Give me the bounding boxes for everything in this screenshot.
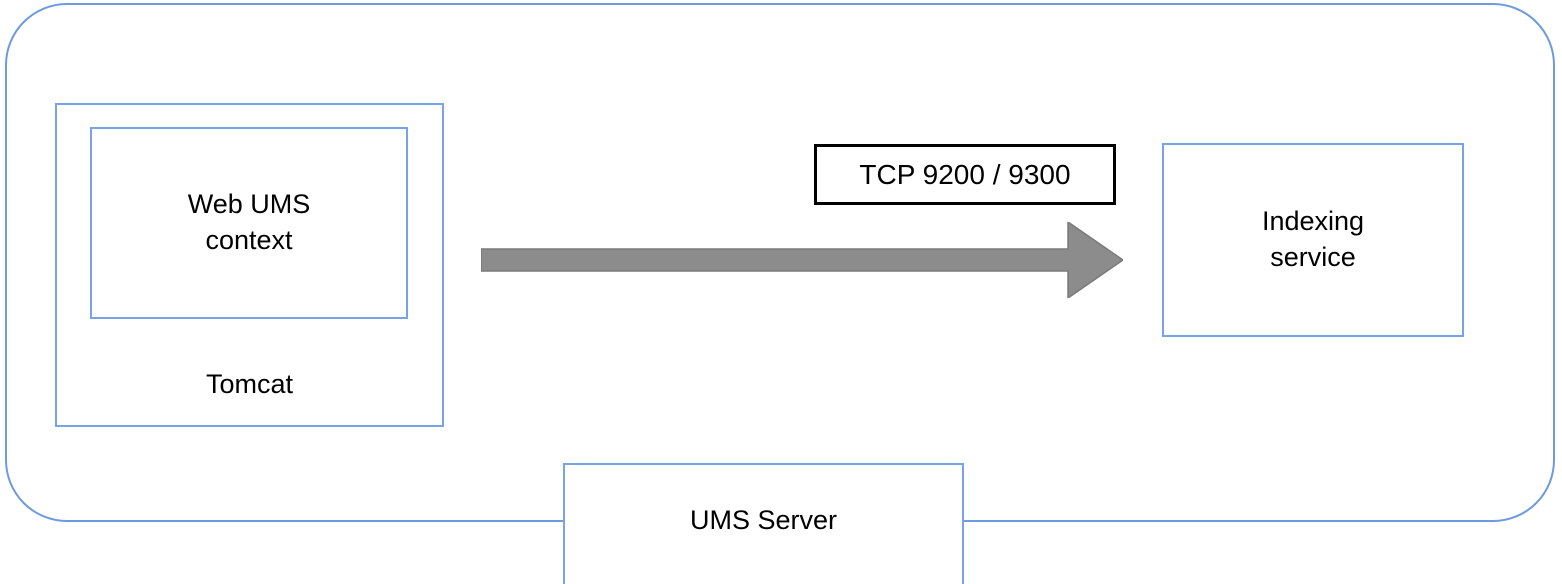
node-web-ums-context-label-line1: Web UMS [187,189,311,220]
node-web-ums-context[interactable]: Web UMS context [90,127,408,319]
node-web-ums-context-label-line2: context [205,225,293,255]
node-ums-server-label[interactable]: UMS Server [563,463,964,584]
arrow-tomcat-to-indexing-icon [481,222,1123,298]
node-indexing-service[interactable]: Indexing service [1162,143,1464,337]
node-ums-server-label-text: UMS Server [689,505,838,535]
node-tomcat-label: Tomcat [205,369,294,400]
connection-label-tcp-ports: TCP 9200 / 9300 [814,144,1116,205]
node-indexing-service-label: Indexing service [1262,204,1364,275]
node-indexing-service-label-line2: service [1270,242,1356,272]
connection-label-tcp-ports-text: TCP 9200 / 9300 [859,158,1071,190]
node-web-ums-context-label: Web UMS context [188,187,311,258]
node-indexing-service-label-line1: Indexing [1261,206,1365,237]
